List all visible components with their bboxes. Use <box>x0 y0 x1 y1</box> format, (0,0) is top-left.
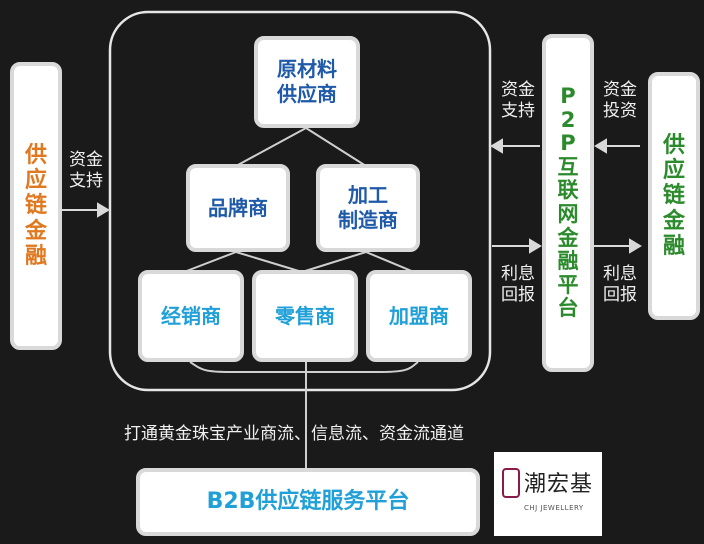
supply-chain-frame <box>108 10 492 392</box>
interest-return-right-label: 利息回报 <box>603 264 637 306</box>
dealer-node: 经销商 <box>138 270 244 362</box>
right-supply-chain-finance-box: 供 应 链 金 融 <box>648 72 700 320</box>
b2b-platform-bar: B2B供应链服务平台 <box>136 468 480 536</box>
raw-material-supplier-node: 原材料供应商 <box>254 36 360 128</box>
franchisee-node: 加盟商 <box>366 270 472 362</box>
flow-caption: 打通黄金珠宝产业商流、信息流、资金流通道 <box>124 424 464 444</box>
fund-investment-label: 资金投资 <box>603 80 637 122</box>
p2p-fund-support-label: 资金支持 <box>501 80 535 122</box>
interest-return-left-label: 利息回报 <box>501 264 535 306</box>
left-fund-support-label: 资金支持 <box>69 150 103 192</box>
company-logo: 潮宏基 CHJ JEWELLERY <box>494 452 602 536</box>
manufacturer-node: 加工制造商 <box>316 164 420 252</box>
logo-subtitle: CHJ JEWELLERY <box>524 504 584 512</box>
logo-mark: 潮宏基 <box>524 472 594 497</box>
logo-mark-icon <box>502 468 520 498</box>
left-supply-chain-finance-box: 供 应 链 金 融 <box>10 62 62 350</box>
p2p-platform-box: P 2 P 互 联 网 金 融 平 台 <box>542 34 594 372</box>
retailer-node: 零售商 <box>252 270 358 362</box>
brand-owner-node: 品牌商 <box>186 164 290 252</box>
